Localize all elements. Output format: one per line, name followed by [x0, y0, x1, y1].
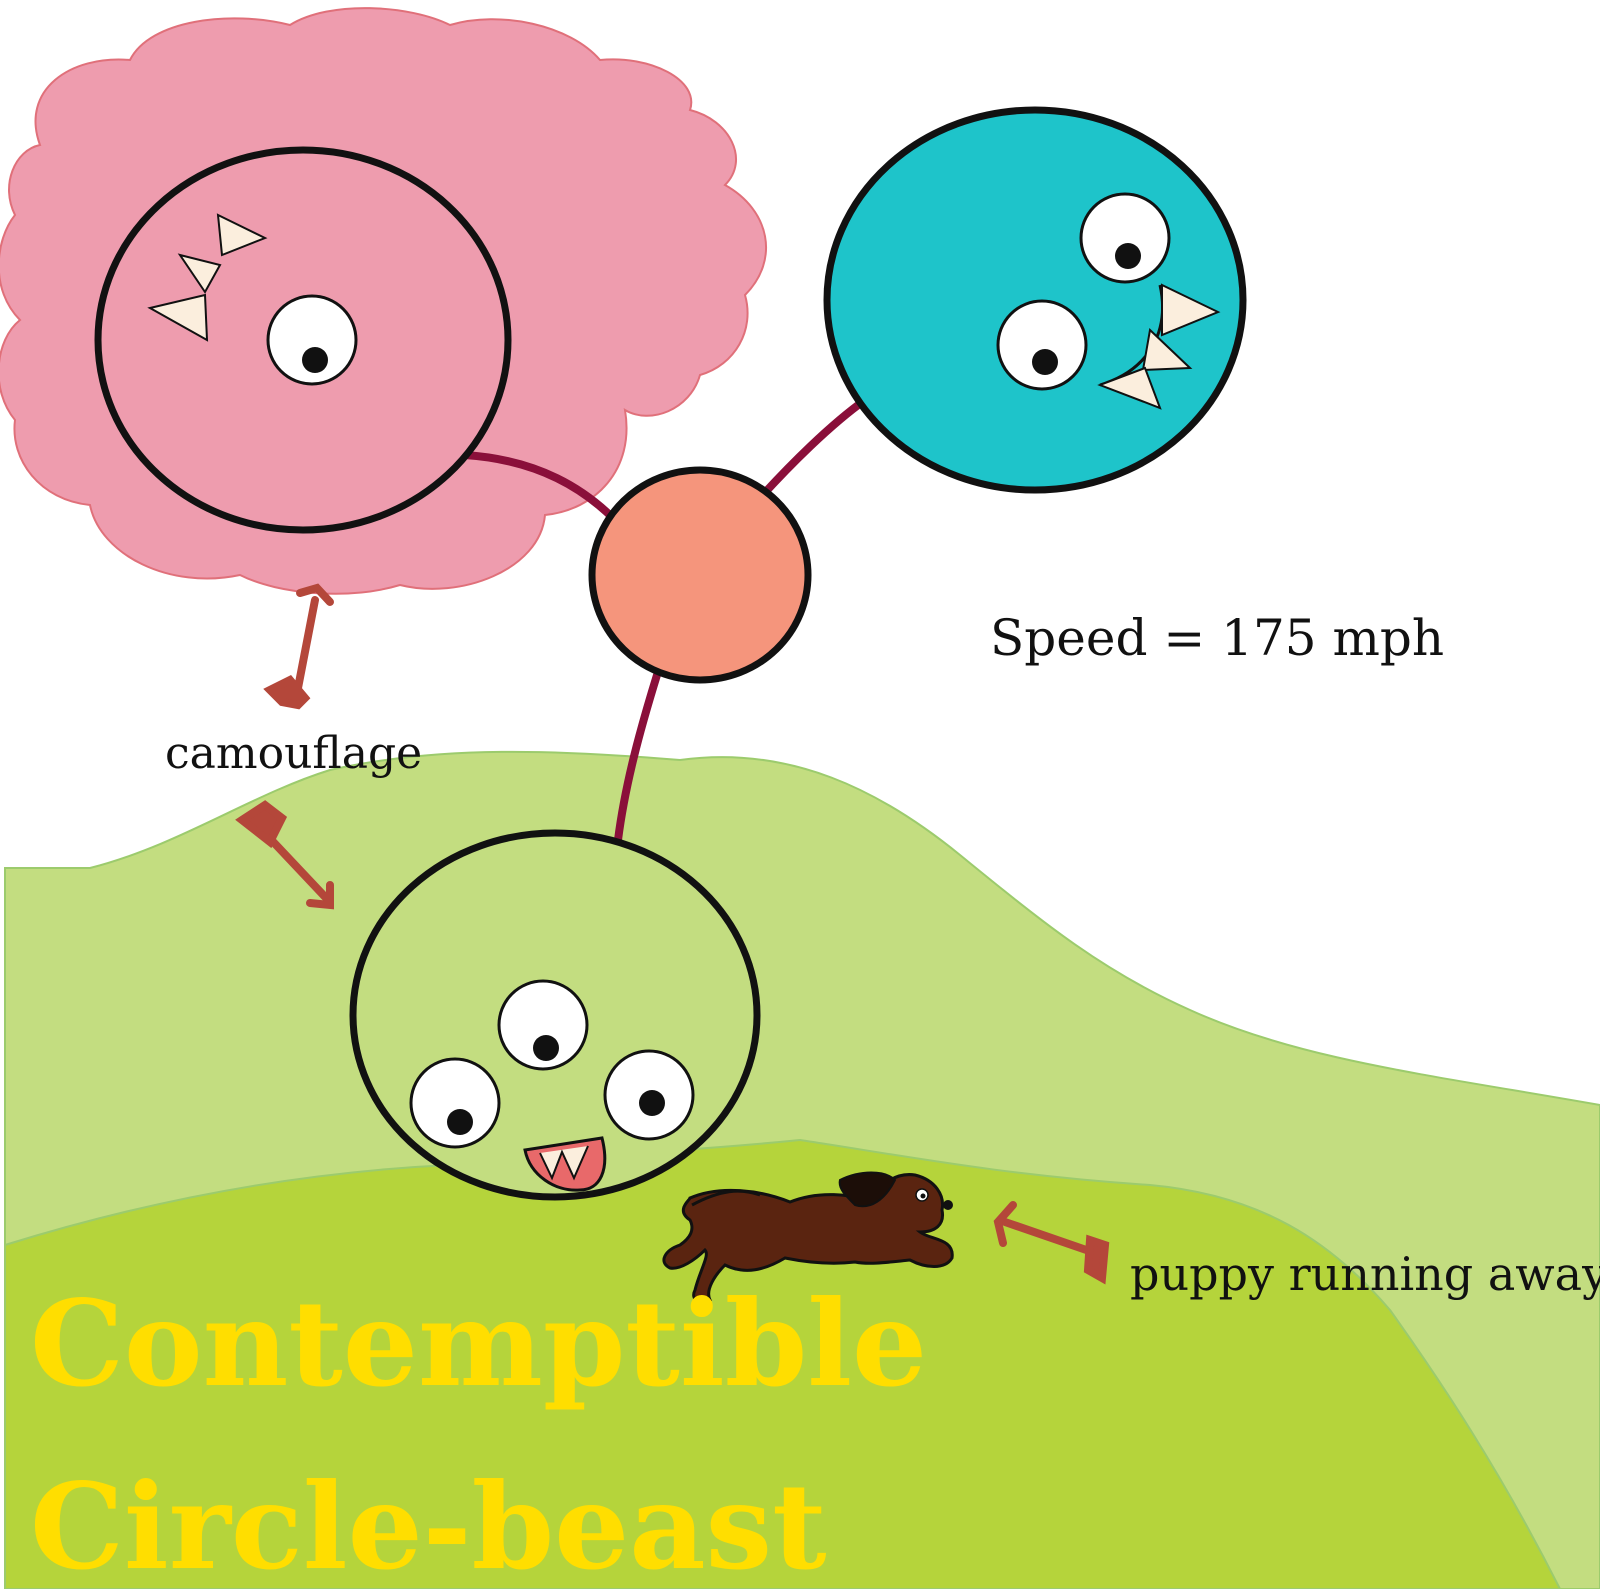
teal-beast-tooth — [1161, 283, 1221, 337]
tether-teal — [756, 396, 869, 502]
tether-green — [614, 671, 661, 844]
teal-beast-tooth — [1097, 366, 1162, 410]
teal-beast-eye — [1079, 192, 1171, 284]
orange-core — [588, 466, 812, 684]
green-beast-pupil — [639, 1090, 665, 1116]
pink-beast-pupil — [302, 347, 328, 373]
label-speed: Speed = 175 mph — [990, 609, 1444, 667]
teal-beast — [823, 106, 1247, 494]
puppy-tail — [691, 1189, 761, 1207]
pink-beast — [94, 146, 512, 534]
teal-beast-pupil — [1115, 243, 1141, 269]
arrows — [235, 583, 1110, 1285]
green-beast — [349, 829, 761, 1201]
puppy-pupil — [920, 1193, 926, 1199]
green-beast-pupil — [447, 1109, 473, 1135]
tether-pink — [461, 451, 619, 524]
green-beast-teeth — [539, 1145, 589, 1181]
pink-beast-eye — [266, 294, 358, 386]
green-beast-eye — [497, 979, 589, 1071]
green-beast-eye — [409, 1057, 501, 1149]
arrow-camouflage-down — [235, 800, 334, 910]
green-beast-pupil — [533, 1035, 559, 1061]
tethers — [461, 396, 869, 844]
teal-beast-tooth — [1141, 327, 1193, 372]
green-ground — [4, 1138, 1562, 1589]
arrow-camouflage-up — [263, 583, 334, 710]
puppy-nose — [943, 1200, 953, 1210]
pink-beast-tooth — [177, 253, 222, 294]
teal-beast-eye — [996, 299, 1088, 391]
puppy-ear — [838, 1171, 897, 1208]
title-line-1: Contemptible — [30, 1274, 927, 1413]
label-camouflage: camouflage — [165, 728, 422, 779]
pink-beast-tooth — [147, 293, 209, 342]
label-puppy: puppy running away — [1130, 1247, 1600, 1301]
puppy — [662, 1171, 954, 1304]
arrow-puppy — [993, 1201, 1110, 1285]
teal-beast-pupil — [1032, 349, 1058, 375]
pink-beast-tooth — [216, 213, 268, 257]
title-line-2: Circle-beast — [30, 1457, 827, 1589]
